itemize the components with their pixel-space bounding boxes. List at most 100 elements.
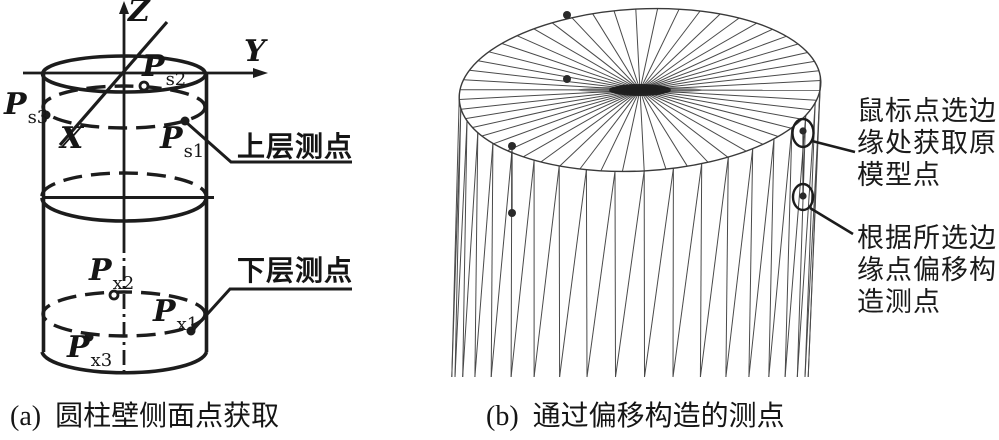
wall-line [454,120,468,378]
wall-line [796,115,807,378]
annotation-offset-leader [809,206,854,236]
fan-line [639,89,729,158]
wall-line [533,165,560,378]
wall-line [807,89,821,378]
wall-line [796,102,816,378]
point-label-ps2: Ps2 [142,49,187,90]
lower-layer-callout: 下层测点 [237,256,354,287]
z-axis-label: Z [128,0,150,29]
fan-line [621,89,641,172]
offset-point-dot [508,209,516,217]
point-marker-px2 [108,289,120,301]
wall-line [490,143,494,378]
cylinder-b-top-ellipse [458,7,822,173]
selection-circle-top [791,117,815,149]
model-point-dot [563,11,571,19]
fan-line [459,89,641,100]
annotation-pick-leader [811,139,856,154]
fan-line [639,35,787,91]
point-marker-ps1 [180,116,190,126]
fan-line [639,89,779,137]
fan-line [523,89,641,158]
wall-line [614,171,616,378]
fan-line [540,89,641,163]
wall-line [804,89,821,378]
fan-line [639,52,808,91]
wall-line [451,95,460,378]
wall-line [748,148,754,378]
wall-line [699,157,729,378]
offset-point-dot [799,192,807,200]
fan-line [461,89,641,110]
top-face-radial-fan [459,8,821,172]
fan-line [639,10,701,91]
fan-line [469,69,641,91]
fan-line [551,22,641,91]
point-marker-px3 [84,332,94,342]
fan-line [559,89,641,167]
x-axis-shaft [58,20,169,147]
fan-line [639,80,821,91]
caption-panel-b: (b)通过偏移构造的测点 [486,401,785,432]
y-axis-label: Y [244,34,266,69]
wall-line [510,160,535,378]
fan-line [501,43,641,91]
fan-line [639,89,645,171]
panel-b-points [508,11,856,236]
y-axis-arrowhead [253,68,268,78]
fan-line [639,89,688,167]
z-axis-arrowhead [119,1,129,14]
point-label-ps1: Ps1 [160,121,205,162]
upper-layer-callout: 上层测点 [237,132,354,163]
fan-center-dense-spot [578,84,702,96]
fan-line [639,22,757,91]
wall-line [454,108,462,378]
fan-line [639,70,819,91]
wall-line [462,120,468,378]
wall-line [474,132,479,378]
fan-line [639,89,803,120]
point-marker-ps3 [41,110,51,120]
wall-line [586,171,616,378]
fan-line [592,13,641,91]
wall-line [804,102,816,378]
point-label-ps3: Ps3 [4,87,49,128]
fan-line [516,35,641,91]
point-label-px3: Px3 [67,330,113,371]
wall-triangulation-lines [451,76,821,378]
wall-line [725,148,754,378]
panel-a-cylinder [23,1,352,375]
point-label-px2: Px2 [89,253,135,294]
fan-line [472,89,641,128]
fan-line [639,43,799,91]
fan-line [635,9,641,91]
fan-center-core [609,84,671,96]
point-marker-px1 [186,326,196,336]
fan-line [613,10,641,91]
fan-line [571,17,641,91]
wall-line [768,127,793,378]
wall-line [725,157,729,378]
cylinder-a-bottom-arc [40,351,209,375]
point-label-px1: Px1 [153,294,199,335]
fan-line [493,89,641,145]
wall-line [699,163,703,378]
point-marker-ps2 [138,80,150,92]
selection-circle-bottom [791,182,815,212]
panel-b-wireframe-cylinder [451,7,856,378]
annotation-pick-edge-point: 鼠标点选边缘处获取原模型点 [857,96,997,190]
wall-line [490,152,513,378]
fan-line [579,89,641,170]
wall-line [559,169,587,378]
upper-callout-leader [186,121,352,164]
caption-panel-a: (a)圆柱壁侧面点获取 [10,401,280,432]
fan-line [639,89,811,111]
fan-line [639,28,773,91]
wall-line [672,163,703,378]
fan-line [477,60,641,91]
annotation-offset-point: 根据所选边缘点偏移构造测点 [857,223,997,317]
x-axis-label: X [60,121,84,156]
fan-line [488,51,641,91]
lower-callout-leader [190,287,352,333]
